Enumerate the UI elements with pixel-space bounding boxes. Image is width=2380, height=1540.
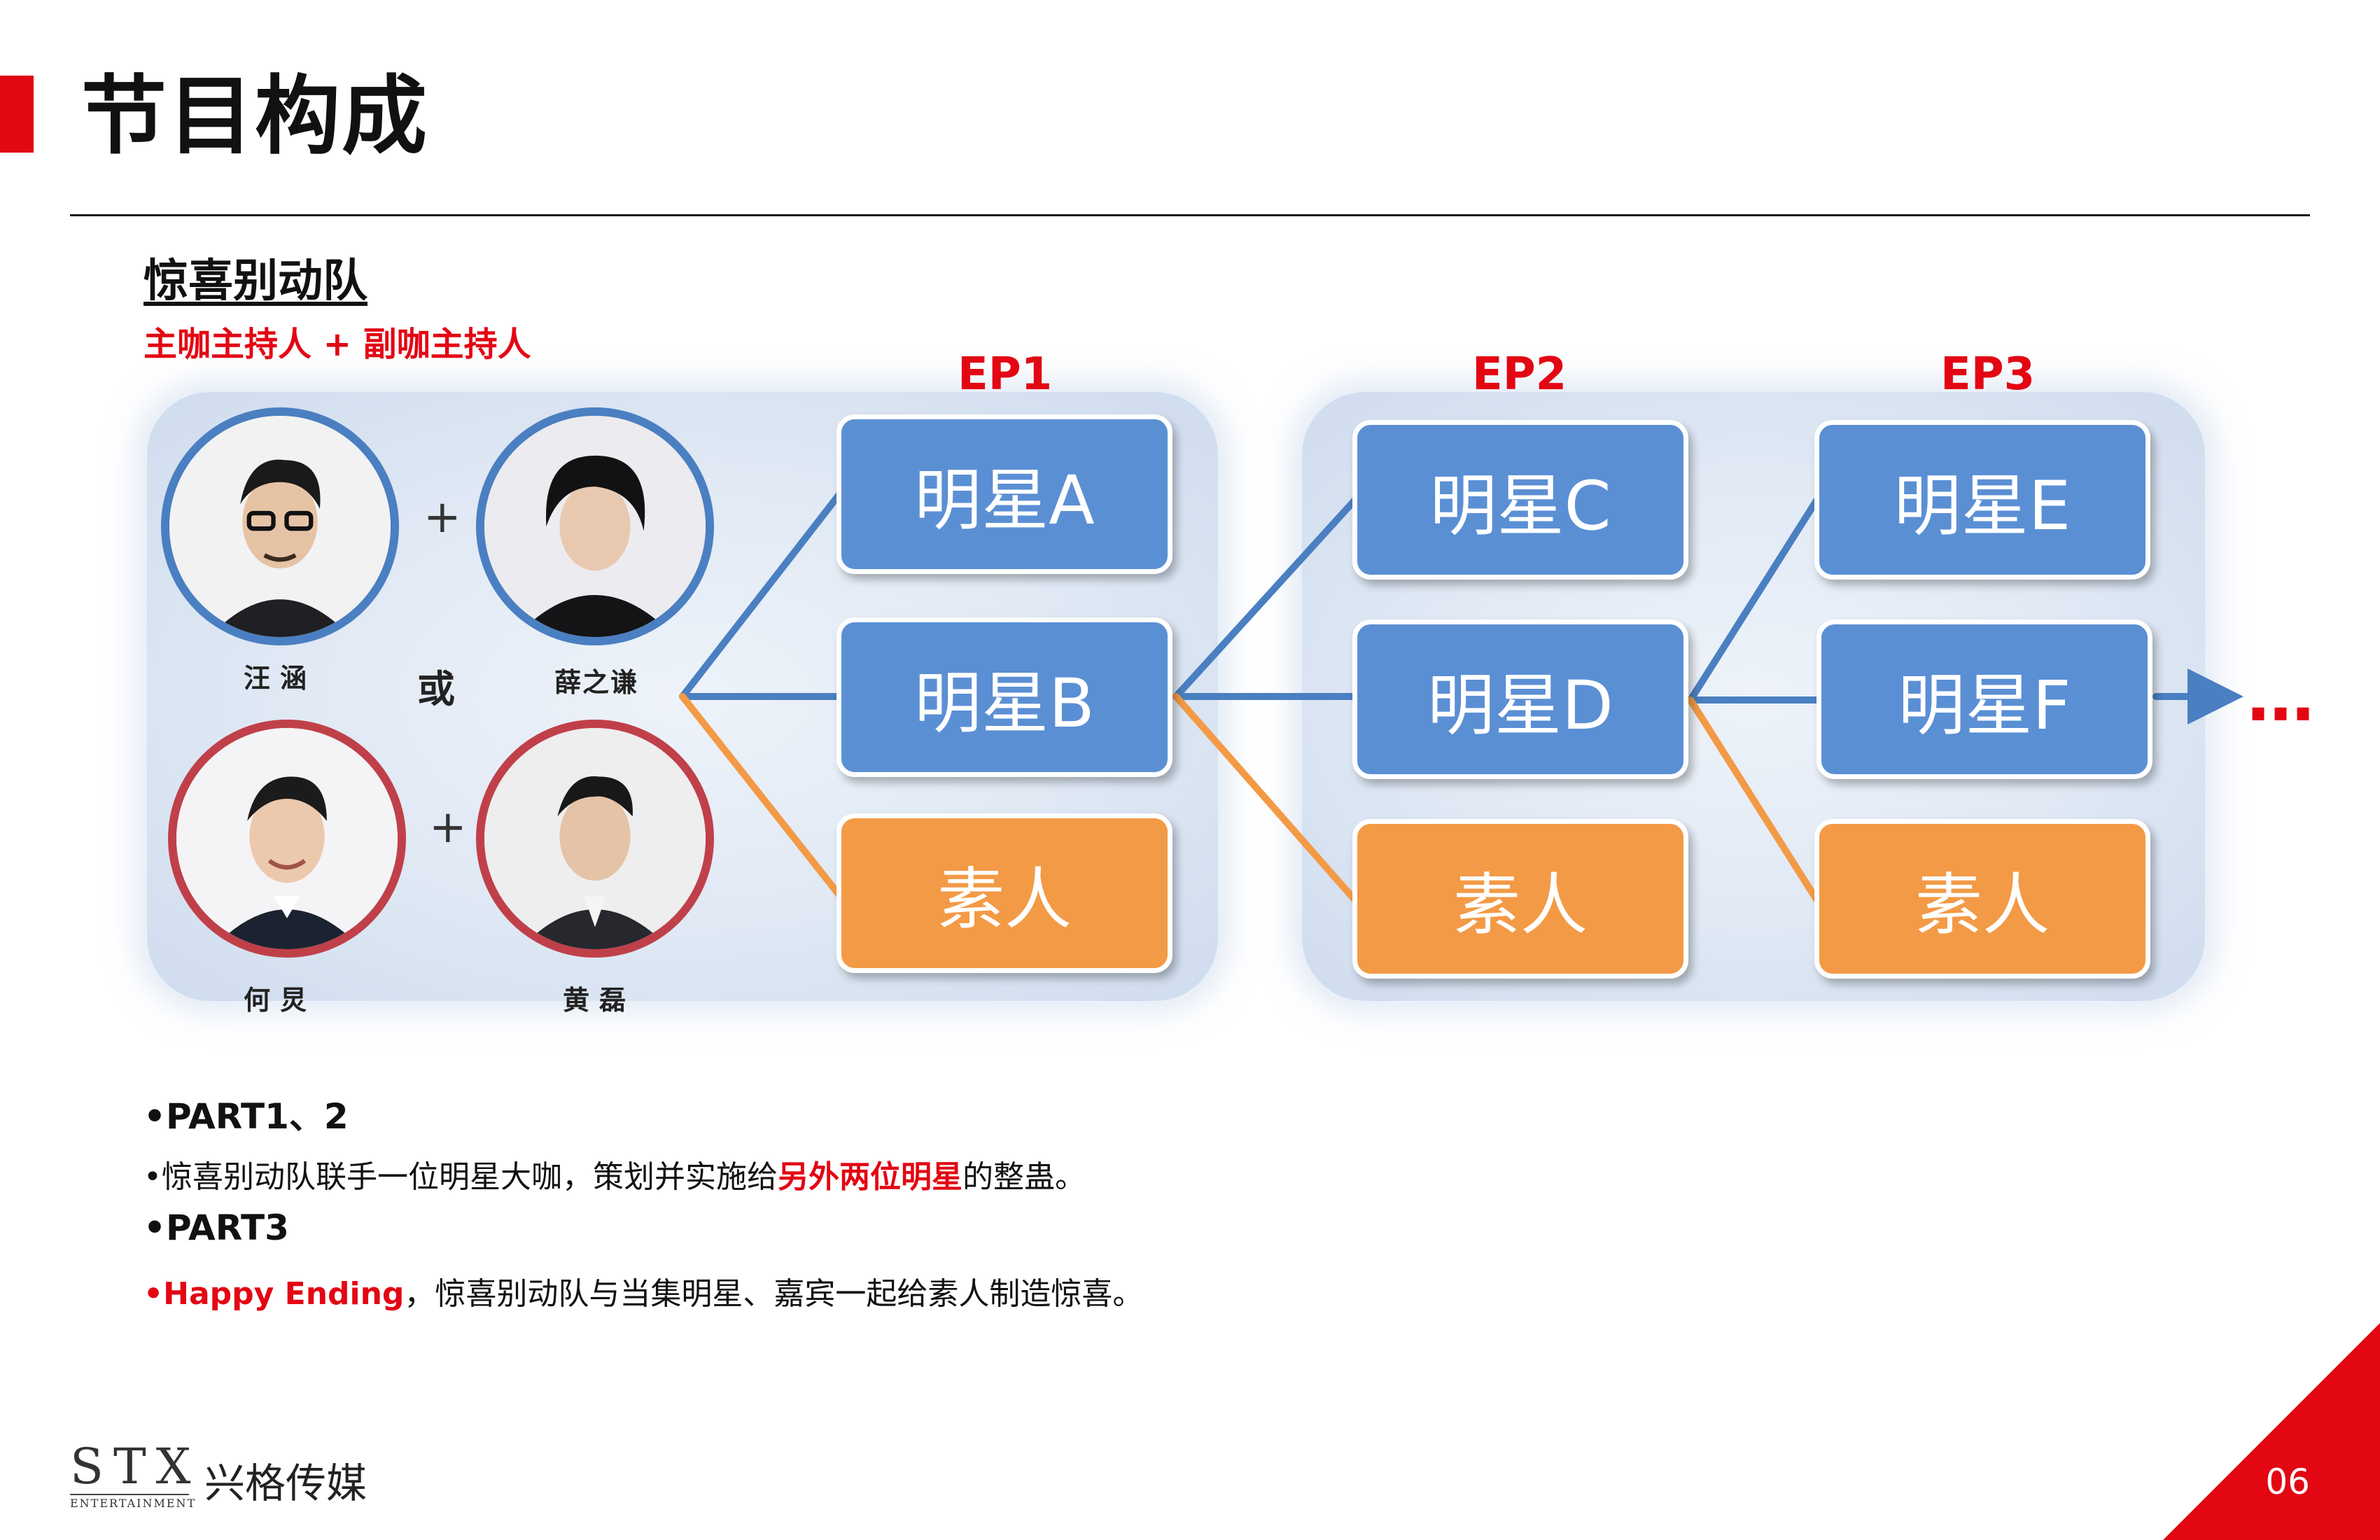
part12-heading: •PART1、2 bbox=[144, 1096, 349, 1137]
part12-description: •惊喜别动队联手一位明星大咖，策划并实施给另外两位明星的整蛊。 bbox=[144, 1152, 1086, 1196]
part3-description: •Happy Ending，惊喜别动队与当集明星、嘉宾一起给素人制造惊喜。 bbox=[144, 1268, 1143, 1313]
ep2-civilian-box: 素人 bbox=[1352, 819, 1688, 979]
host-name-xue-zhiqian: 薛之谦 bbox=[554, 667, 639, 698]
part12-text-pre: •惊喜别动队联手一位明星大咖，策划并实施给 bbox=[144, 1159, 778, 1195]
page-number: 06 bbox=[2265, 1462, 2310, 1502]
ep1-civilian-box: 素人 bbox=[836, 813, 1172, 973]
brand-name-cn: 兴格传媒 bbox=[204, 1460, 368, 1507]
portrait-icon bbox=[169, 416, 391, 637]
part12-text-post: 的整蛊。 bbox=[962, 1159, 1086, 1195]
avatar-host-he-jiong bbox=[168, 720, 406, 958]
connector-d-e bbox=[1687, 497, 1820, 704]
section-title: 惊喜别动队 bbox=[144, 255, 368, 307]
ep3-civilian-box: 素人 bbox=[1814, 819, 2150, 979]
ep2-star-d-box: 明星D bbox=[1352, 620, 1688, 779]
title-divider bbox=[70, 214, 2310, 216]
ep3-label: EP3 bbox=[1940, 349, 2036, 400]
portrait-icon bbox=[176, 728, 398, 949]
avatar-host-xue-zhiqian bbox=[476, 407, 714, 645]
portrait-icon bbox=[484, 728, 706, 949]
ep1-star-a-box: 明星A bbox=[836, 414, 1172, 574]
ep2-label: EP2 bbox=[1472, 349, 1567, 400]
plus-sign-bottom: + bbox=[429, 802, 467, 853]
plus-sign-top: + bbox=[424, 491, 461, 543]
stx-logo: STX ENTERTAINMENT bbox=[70, 1438, 201, 1510]
ep3-star-e-box: 明星E bbox=[1814, 420, 2150, 580]
connector-b-c bbox=[1172, 497, 1358, 700]
stx-logo-subtitle: ENTERTAINMENT bbox=[70, 1494, 195, 1510]
ep3-star-f-box: 明星F bbox=[1816, 620, 2152, 779]
part12-highlight: 另外两位明星 bbox=[777, 1159, 962, 1195]
ep1-label: EP1 bbox=[958, 349, 1053, 400]
stx-logo-letters: STX bbox=[70, 1438, 201, 1495]
avatar-host-huang-lei bbox=[476, 720, 714, 958]
portrait-icon bbox=[484, 416, 706, 637]
continuation-ellipsis: … bbox=[2247, 658, 2317, 736]
connector-d-civ bbox=[1687, 696, 1820, 903]
connector-b-civ bbox=[1172, 693, 1358, 903]
part3-heading: •PART3 bbox=[144, 1208, 289, 1248]
connector-hosts-civ bbox=[679, 693, 844, 899]
ep1-star-b-box: 明星B bbox=[836, 617, 1172, 777]
title-accent-bar bbox=[0, 76, 34, 153]
or-connector: 或 bbox=[417, 667, 455, 711]
ep2-star-c-box: 明星C bbox=[1352, 420, 1688, 580]
part3-highlight: •Happy Ending bbox=[144, 1276, 405, 1312]
page-title: 节目构成 bbox=[81, 66, 428, 166]
host-name-wang-han: 汪涵 bbox=[244, 663, 317, 694]
host-composition: 主咖主持人 + 副咖主持人 bbox=[144, 325, 531, 364]
connector-hosts-a bbox=[679, 490, 844, 700]
host-name-huang-lei: 黄磊 bbox=[563, 985, 636, 1016]
corner-triangle bbox=[2163, 1323, 2380, 1540]
host-name-he-jiong: 何炅 bbox=[244, 985, 317, 1016]
part3-text: ，惊喜别动队与当集明星、嘉宾一起给素人制造惊喜。 bbox=[404, 1276, 1144, 1312]
avatar-host-wang-han bbox=[161, 407, 399, 645]
